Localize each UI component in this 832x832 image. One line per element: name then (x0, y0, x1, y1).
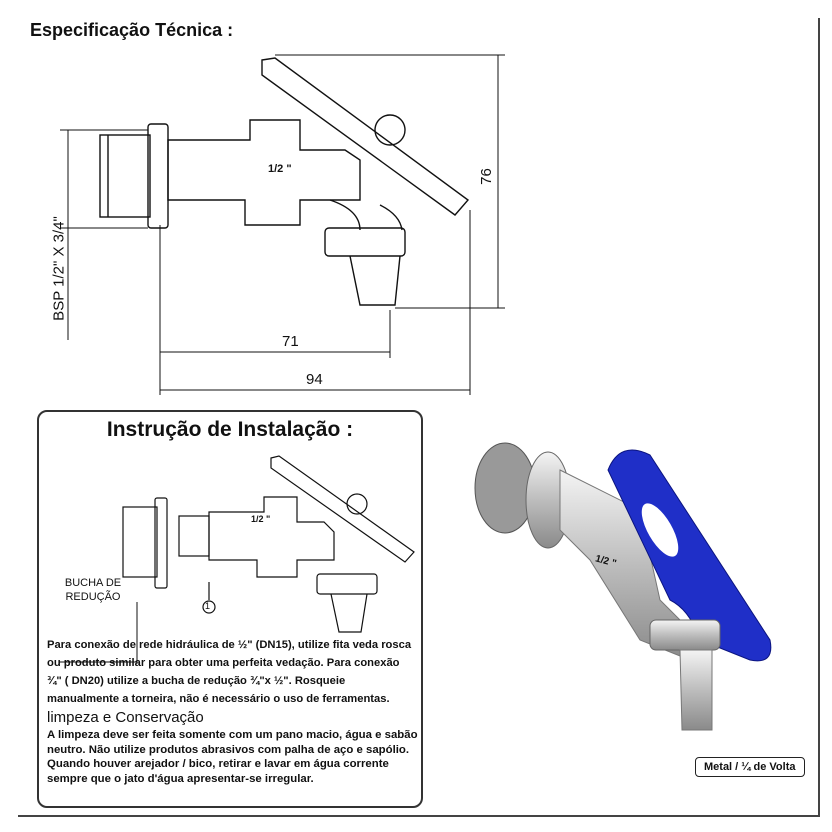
cleaning-text: A limpeza deve ser feita somente com um … (47, 729, 418, 785)
page-frame (18, 18, 820, 817)
installation-panel: Instrução de Instalação : 1/2 " 1 BUCHA … (37, 410, 423, 808)
product-badge: Metal / ¼ de Volta (695, 757, 805, 777)
hose-nozzle (349, 255, 401, 306)
size-label: 1/2 " (268, 163, 292, 175)
valve-body (167, 119, 361, 226)
installation-title: Instrução de Instalação : (106, 418, 354, 441)
callout-number: 1 (205, 601, 211, 611)
lever-pivot (374, 114, 406, 146)
thread-body (99, 134, 151, 218)
spout-dimension: 71 (282, 333, 299, 350)
installation-size-label: 1/2 " (251, 514, 271, 524)
lever (261, 57, 470, 216)
blue-lever (607, 449, 772, 662)
page-title: Especificação Técnica : (30, 20, 234, 40)
hose-nozzle (679, 649, 713, 731)
dimension-lines (60, 54, 505, 395)
cleaning-title: limpeza e Conservação (47, 709, 204, 726)
spout-nut (649, 619, 721, 651)
thread-connector (474, 442, 536, 534)
bucha-label: BUCHA DE REDUÇÃO (64, 577, 122, 603)
installation-text: Para conexão de rede hidráulica de ½" (D… (47, 639, 412, 705)
installation-drawing (59, 455, 415, 663)
spout-nut (324, 227, 406, 257)
total-dimension: 94 (306, 371, 323, 388)
